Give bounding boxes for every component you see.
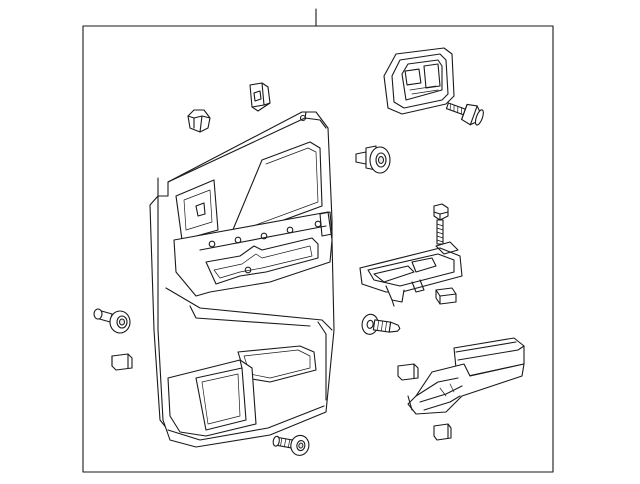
push-clip-upper [355, 145, 391, 174]
clip-bracket [249, 82, 271, 112]
pad-left [111, 353, 133, 371]
switch-bezel [359, 241, 463, 307]
small-cap [435, 287, 457, 305]
retainer-nut [187, 109, 211, 133]
push-clip-left [93, 308, 131, 334]
pull-handle-bezel [383, 47, 455, 115]
door-trim-panel [149, 111, 335, 448]
pad-bottom [433, 423, 452, 441]
screw-upper-right [445, 102, 484, 126]
pad-right [397, 363, 419, 381]
armrest [407, 337, 525, 415]
diagram-frame [82, 25, 554, 473]
push-clip-mid [361, 313, 401, 335]
push-clip-bottom [272, 434, 310, 456]
bolt-center [433, 203, 449, 245]
